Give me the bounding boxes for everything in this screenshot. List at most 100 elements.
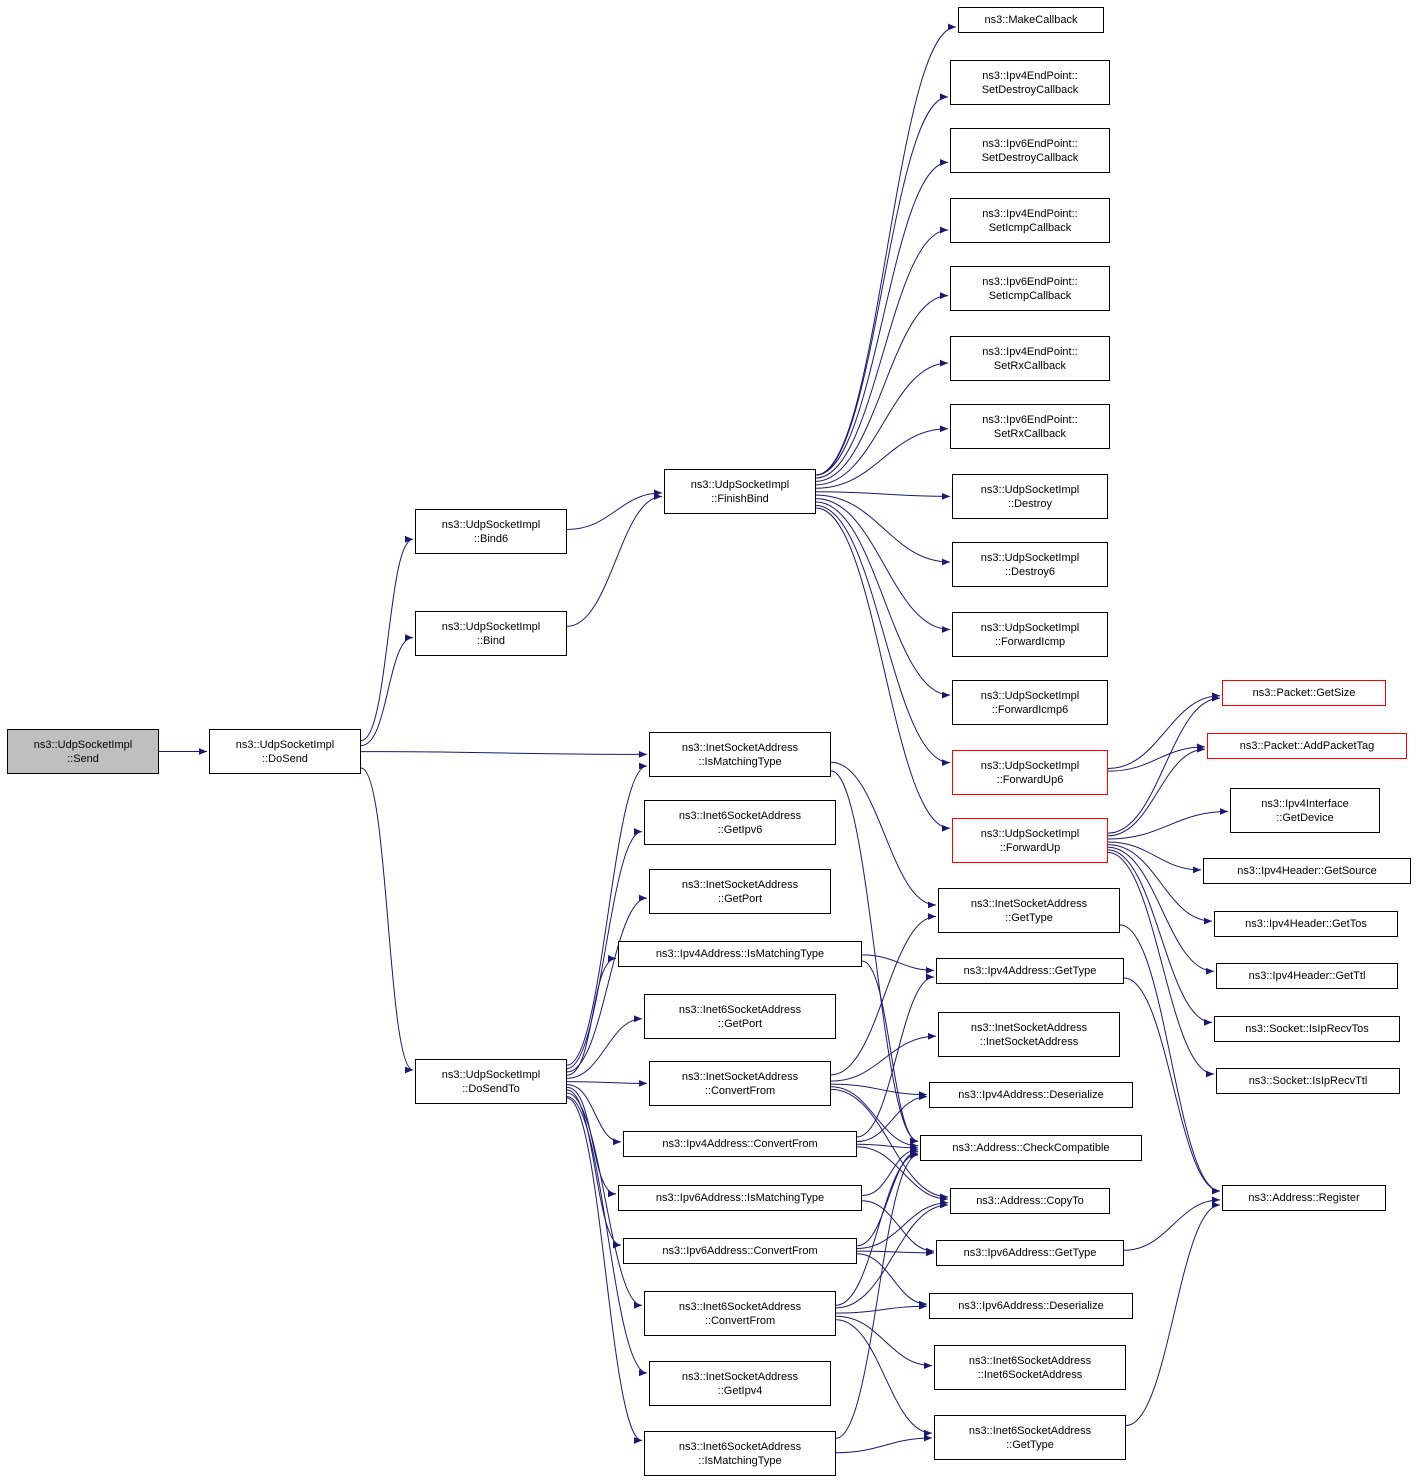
node-pkt_addtag[interactable]: ns3::Packet::AddPacketTag xyxy=(1207,733,1407,759)
node-label: ::Destroy6 xyxy=(1004,565,1056,578)
node-label: ns3::UdpSocketImpl xyxy=(980,827,1080,840)
node-inet6_ismatch[interactable]: ns3::Inet6SocketAddress::IsMatchingType xyxy=(644,1431,836,1476)
node-ipv4_ismatch[interactable]: ns3::Ipv4Address::IsMatchingType xyxy=(618,941,862,967)
node-label: SetRxCallback xyxy=(993,427,1067,440)
edge-inet6_ismatch-inet6_gettype xyxy=(835,1434,933,1454)
node-label: ::InetSocketAddress xyxy=(979,1035,1079,1048)
node-label: ns3::Ipv6EndPoint:: xyxy=(982,275,1078,288)
node-label: ::Destroy xyxy=(1007,497,1052,510)
node-ipv6ep_setdestroycb[interactable]: ns3::Ipv6EndPoint::SetDestroyCallback xyxy=(950,128,1110,173)
node-ipv4if_getdevice[interactable]: ns3::Ipv4Interface::GetDevice xyxy=(1230,788,1380,833)
edge-forwardup-pkt_addtag xyxy=(1107,745,1206,837)
node-inet_ctor[interactable]: ns3::InetSocketAddress::InetSocketAddres… xyxy=(938,1012,1120,1057)
edge-dosend-bind xyxy=(360,634,414,747)
node-finishbind[interactable]: ns3::UdpSocketImpl::FinishBind xyxy=(664,469,816,514)
node-ipv6ep_seticmpcb[interactable]: ns3::Ipv6EndPoint::SetIcmpCallback xyxy=(950,266,1110,311)
node-label: SetIcmpCallback xyxy=(988,289,1072,302)
node-inet6_getport[interactable]: ns3::Inet6SocketAddress::GetPort xyxy=(644,994,836,1039)
node-makecallback[interactable]: ns3::MakeCallback xyxy=(958,7,1104,33)
node-label: ns3::Packet::AddPacketTag xyxy=(1239,740,1375,752)
node-addr_register[interactable]: ns3::Address::Register xyxy=(1222,1185,1386,1211)
node-ipv4ep_seticmpcb[interactable]: ns3::Ipv4EndPoint::SetIcmpCallback xyxy=(950,198,1110,243)
node-checkcompat[interactable]: ns3::Address::CheckCompatible xyxy=(920,1135,1142,1161)
node-inet6_getipv6[interactable]: ns3::Inet6SocketAddress::GetIpv6 xyxy=(644,800,836,845)
node-label: ns3::Ipv4Header::GetTtl xyxy=(1248,970,1366,982)
node-destroy6[interactable]: ns3::UdpSocketImpl::Destroy6 xyxy=(952,542,1108,587)
node-ipv4ep_setdestroycb[interactable]: ns3::Ipv4EndPoint::SetDestroyCallback xyxy=(950,60,1110,105)
edge-inet_convert-copyto xyxy=(830,1088,949,1201)
node-sock_isiprecvttl[interactable]: ns3::Socket::IsIpRecvTtl xyxy=(1216,1068,1400,1094)
node-label: ns3::UdpSocketImpl xyxy=(690,478,790,491)
node-ipv4_gettype[interactable]: ns3::Ipv4Address::GetType xyxy=(936,958,1124,984)
node-label: ::Bind xyxy=(476,634,506,647)
edge-finishbind-ipv6ep_setdestroycb xyxy=(815,159,949,476)
node-forwardup6[interactable]: ns3::UdpSocketImpl::ForwardUp6 xyxy=(952,750,1108,795)
node-inet_getport[interactable]: ns3::InetSocketAddress::GetPort xyxy=(649,869,831,914)
edge-inet6_convert-checkcompat xyxy=(835,1150,919,1306)
node-inet_getipv4[interactable]: ns3::InetSocketAddress::GetIpv4 xyxy=(649,1361,831,1406)
edge-forwardup-sock_isiprecvttl xyxy=(1107,852,1215,1078)
node-hdr_getttl[interactable]: ns3::Ipv4Header::GetTtl xyxy=(1216,963,1398,989)
node-sock_isiprecvtos[interactable]: ns3::Socket::IsIpRecvTos xyxy=(1214,1016,1400,1042)
node-pkt_getsize[interactable]: ns3::Packet::GetSize xyxy=(1222,680,1386,706)
node-send[interactable]: ns3::UdpSocketImpl::Send xyxy=(7,729,159,774)
edge-finishbind-forwardup xyxy=(815,507,951,832)
node-label: ::FinishBind xyxy=(711,492,769,505)
node-label: ::ForwardUp6 xyxy=(996,773,1064,786)
edge-inet_convert-checkcompat xyxy=(830,1086,919,1150)
edge-finishbind-forwardup6 xyxy=(815,505,951,767)
node-ipv4_deser[interactable]: ns3::Ipv4Address::Deserialize xyxy=(929,1082,1133,1108)
node-label: ns3::InetSocketAddress xyxy=(970,897,1088,910)
edge-dosendto-inet6_getport xyxy=(566,1015,643,1079)
node-dosend[interactable]: ns3::UdpSocketImpl::DoSend xyxy=(209,729,361,774)
edge-finishbind-makecallback xyxy=(815,23,957,476)
node-label: ns3::Ipv4EndPoint:: xyxy=(982,69,1078,82)
edge-inet_convert-inet_gettype xyxy=(830,913,937,1076)
node-ipv6_ismatch[interactable]: ns3::Ipv6Address::IsMatchingType xyxy=(618,1185,862,1211)
node-label: ::GetType xyxy=(1006,1438,1054,1451)
edge-inet6_convert-inet6_gettype xyxy=(835,1319,933,1437)
node-label: ns3::UdpSocketImpl xyxy=(441,620,541,633)
node-label: ns3::Inet6SocketAddress xyxy=(678,809,802,822)
node-label: ns3::Ipv4EndPoint:: xyxy=(982,345,1078,358)
node-forwardup[interactable]: ns3::UdpSocketImpl::ForwardUp xyxy=(952,818,1108,863)
node-ipv6_deser[interactable]: ns3::Ipv6Address::Deserialize xyxy=(929,1293,1133,1319)
node-label: SetIcmpCallback xyxy=(988,221,1072,234)
edge-inet6_convert-copyto xyxy=(835,1201,949,1309)
node-label: ::ConvertFrom xyxy=(704,1084,776,1097)
node-ipv6_convert[interactable]: ns3::Ipv6Address::ConvertFrom xyxy=(623,1238,857,1264)
edge-forwardup-hdr_getsource xyxy=(1107,841,1202,874)
node-label: SetRxCallback xyxy=(993,359,1067,372)
node-inet_ismatch[interactable]: ns3::InetSocketAddress::IsMatchingType xyxy=(649,732,831,777)
node-hdr_getsource[interactable]: ns3::Ipv4Header::GetSource xyxy=(1203,858,1411,884)
node-inet6_ctor[interactable]: ns3::Inet6SocketAddress::Inet6SocketAddr… xyxy=(934,1345,1126,1390)
node-label: ns3::UdpSocketImpl xyxy=(441,518,541,531)
node-copyto[interactable]: ns3::Address::CopyTo xyxy=(950,1188,1110,1214)
node-bind6[interactable]: ns3::UdpSocketImpl::Bind6 xyxy=(415,509,567,554)
node-label: ns3::Ipv4Address::IsMatchingType xyxy=(655,948,825,960)
node-forwardicmp[interactable]: ns3::UdpSocketImpl::ForwardIcmp xyxy=(952,612,1108,657)
node-ipv4ep_setrxcb[interactable]: ns3::Ipv4EndPoint::SetRxCallback xyxy=(950,336,1110,381)
edge-ipv6_gettype-addr_register xyxy=(1123,1196,1221,1251)
node-label: ns3::Ipv4Address::ConvertFrom xyxy=(662,1138,818,1150)
node-ipv4_convert[interactable]: ns3::Ipv4Address::ConvertFrom xyxy=(623,1131,857,1157)
node-dosendto[interactable]: ns3::UdpSocketImpl::DoSendTo xyxy=(415,1059,567,1104)
edge-inet6_gettype-addr_register xyxy=(1125,1201,1221,1427)
edge-forwardup6-pkt_getsize xyxy=(1107,692,1221,770)
node-ipv6_gettype[interactable]: ns3::Ipv6Address::GetType xyxy=(936,1240,1124,1266)
edge-inet_ismatch-inet_gettype xyxy=(830,761,937,909)
node-bind[interactable]: ns3::UdpSocketImpl::Bind xyxy=(415,611,567,656)
node-ipv6ep_setrxcb[interactable]: ns3::Ipv6EndPoint::SetRxCallback xyxy=(950,404,1110,449)
edge-ipv4_convert-ipv4_deser xyxy=(856,1093,928,1143)
node-hdr_gettos[interactable]: ns3::Ipv4Header::GetTos xyxy=(1214,911,1398,937)
node-inet_convert[interactable]: ns3::InetSocketAddress::ConvertFrom xyxy=(649,1061,831,1106)
edge-finishbind-ipv4ep_setdestroycb xyxy=(815,93,949,476)
node-inet6_convert[interactable]: ns3::Inet6SocketAddress::ConvertFrom xyxy=(644,1291,836,1336)
node-forwardicmp6[interactable]: ns3::UdpSocketImpl::ForwardIcmp6 xyxy=(952,680,1108,725)
node-label: ns3::Ipv6Address::Deserialize xyxy=(958,1300,1104,1312)
node-inet6_gettype[interactable]: ns3::Inet6SocketAddress::GetType xyxy=(934,1415,1126,1460)
node-inet_gettype[interactable]: ns3::InetSocketAddress::GetType xyxy=(938,888,1120,933)
node-destroy[interactable]: ns3::UdpSocketImpl::Destroy xyxy=(952,474,1108,519)
